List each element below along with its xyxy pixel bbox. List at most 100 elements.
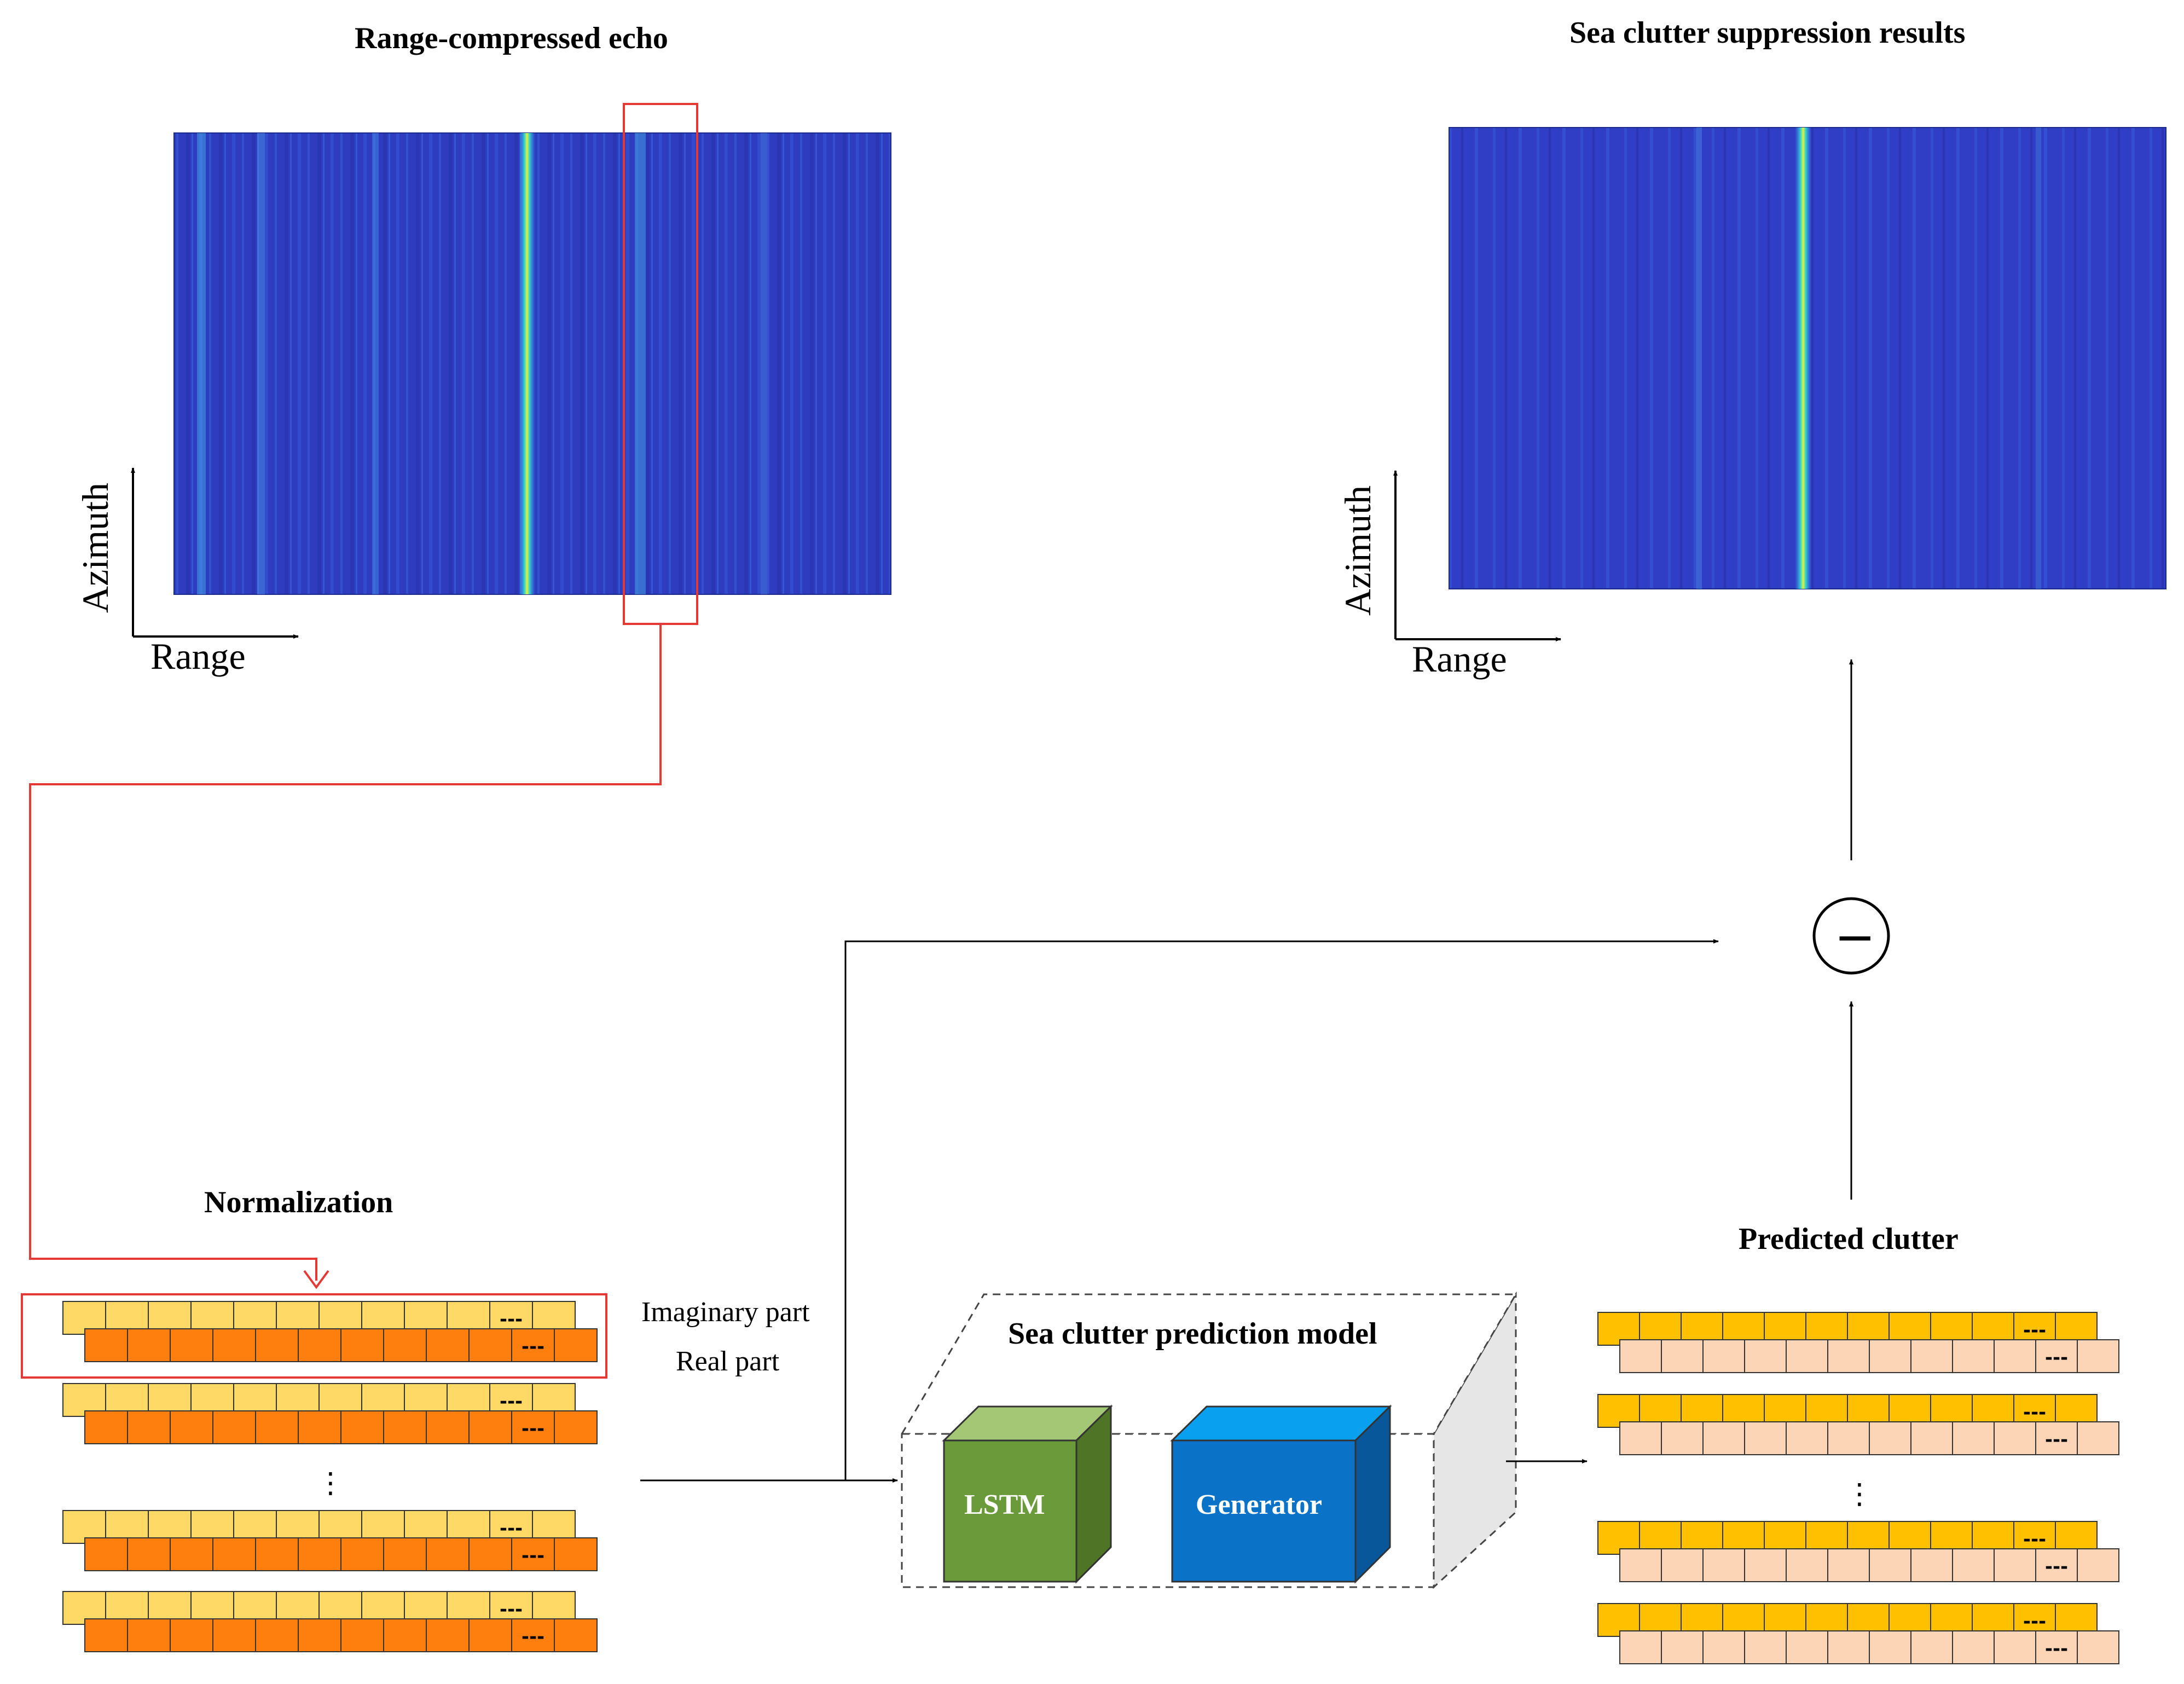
cell — [426, 1328, 470, 1362]
cell — [1661, 1630, 1704, 1664]
cell — [383, 1618, 427, 1652]
cell-ellipsis: --- — [2023, 1529, 2046, 1550]
cell — [1744, 1421, 1787, 1455]
cell — [554, 1410, 598, 1444]
cell — [1619, 1339, 1662, 1373]
cell — [426, 1618, 470, 1652]
cell — [170, 1328, 213, 1362]
cell-ellipsis: --- — [500, 1599, 523, 1621]
cell — [1910, 1548, 1953, 1582]
red-connector — [29, 624, 662, 1281]
cell-ellipsis: --- — [522, 1418, 544, 1440]
real-part-label: Real part — [676, 1346, 780, 1377]
cell — [383, 1328, 427, 1362]
echo-title: Range-compressed echo — [355, 21, 668, 55]
cell — [1661, 1421, 1704, 1455]
cell — [1702, 1339, 1745, 1373]
cell — [554, 1328, 598, 1362]
imaginary-part-label: Imaginary part — [641, 1297, 810, 1328]
cell — [255, 1537, 299, 1571]
cell — [1827, 1630, 1870, 1664]
cell-ellipsis: --- — [500, 1391, 523, 1413]
cell-ellipsis: --- — [2045, 1638, 2068, 1660]
cell — [1952, 1339, 1995, 1373]
cell — [1910, 1339, 1953, 1373]
lstm-block — [942, 1404, 1113, 1584]
cell — [1952, 1421, 1995, 1455]
cell — [2077, 1548, 2119, 1582]
cell — [84, 1537, 128, 1571]
cell — [511, 1618, 555, 1652]
cell — [383, 1410, 427, 1444]
predicted-title: Predicted clutter — [1739, 1222, 1959, 1256]
cell — [383, 1537, 427, 1571]
cell — [1869, 1339, 1911, 1373]
cell — [468, 1537, 512, 1571]
normalization-highlight-box — [21, 1293, 607, 1379]
cell — [1994, 1548, 2036, 1582]
cell — [170, 1410, 213, 1444]
cell-ellipsis: --- — [2045, 1347, 2068, 1369]
cell — [1786, 1548, 1828, 1582]
bypass-line — [844, 939, 1719, 1480]
cell — [1619, 1548, 1662, 1582]
cell — [554, 1618, 598, 1652]
cell — [1702, 1421, 1745, 1455]
subtraction-symbol: − — [1834, 908, 1876, 966]
cell — [84, 1328, 128, 1362]
cell — [2077, 1421, 2119, 1455]
cell-ellipsis: --- — [522, 1545, 544, 1567]
cell — [2077, 1339, 2119, 1373]
cell — [511, 1410, 555, 1444]
cell — [127, 1537, 171, 1571]
cell — [1827, 1421, 1870, 1455]
cell-ellipsis: --- — [500, 1518, 523, 1540]
cell — [1994, 1421, 2036, 1455]
cell-ellipsis: --- — [522, 1336, 544, 1358]
cell — [1994, 1630, 2036, 1664]
cell — [1827, 1548, 1870, 1582]
cell — [298, 1328, 341, 1362]
cell — [298, 1410, 341, 1444]
cell — [1786, 1339, 1828, 1373]
cell — [1827, 1339, 1870, 1373]
cell-ellipsis: --- — [2045, 1429, 2068, 1451]
cell — [340, 1537, 384, 1571]
cell — [1702, 1548, 1745, 1582]
cell-ellipsis: --- — [2023, 1611, 2046, 1633]
cell — [127, 1410, 171, 1444]
cell — [511, 1328, 555, 1362]
cell — [298, 1537, 341, 1571]
range-label-1: Range — [150, 635, 246, 677]
cell — [212, 1328, 256, 1362]
generator-label: Generator — [1196, 1489, 1323, 1520]
cell — [1869, 1548, 1911, 1582]
cell — [127, 1328, 171, 1362]
cell — [2035, 1630, 2078, 1664]
cell — [340, 1618, 384, 1652]
cell — [212, 1410, 256, 1444]
cell — [1786, 1421, 1828, 1455]
lstm-label: LSTM — [964, 1489, 1045, 1520]
cell — [340, 1410, 384, 1444]
cell — [426, 1410, 470, 1444]
cell — [1619, 1630, 1662, 1664]
cell — [1744, 1339, 1787, 1373]
red-arrowhead — [303, 1270, 329, 1289]
predicted-clutter-rows: ------------------------ — [1597, 1312, 2119, 1664]
cell — [468, 1410, 512, 1444]
cell-ellipsis: --- — [500, 1309, 523, 1330]
cell — [1661, 1548, 1704, 1582]
azimuth-label-2: Azimuth — [1337, 485, 1378, 616]
cell — [127, 1618, 171, 1652]
cell — [426, 1537, 470, 1571]
cell — [84, 1410, 128, 1444]
cell — [1952, 1630, 1995, 1664]
range-label-2: Range — [1412, 638, 1507, 680]
cell — [1994, 1339, 2036, 1373]
pred-vertical-ellipsis: ⋮ — [1845, 1478, 1874, 1511]
subtraction-node — [1812, 897, 1890, 975]
cell — [170, 1618, 213, 1652]
cell — [1952, 1548, 1995, 1582]
